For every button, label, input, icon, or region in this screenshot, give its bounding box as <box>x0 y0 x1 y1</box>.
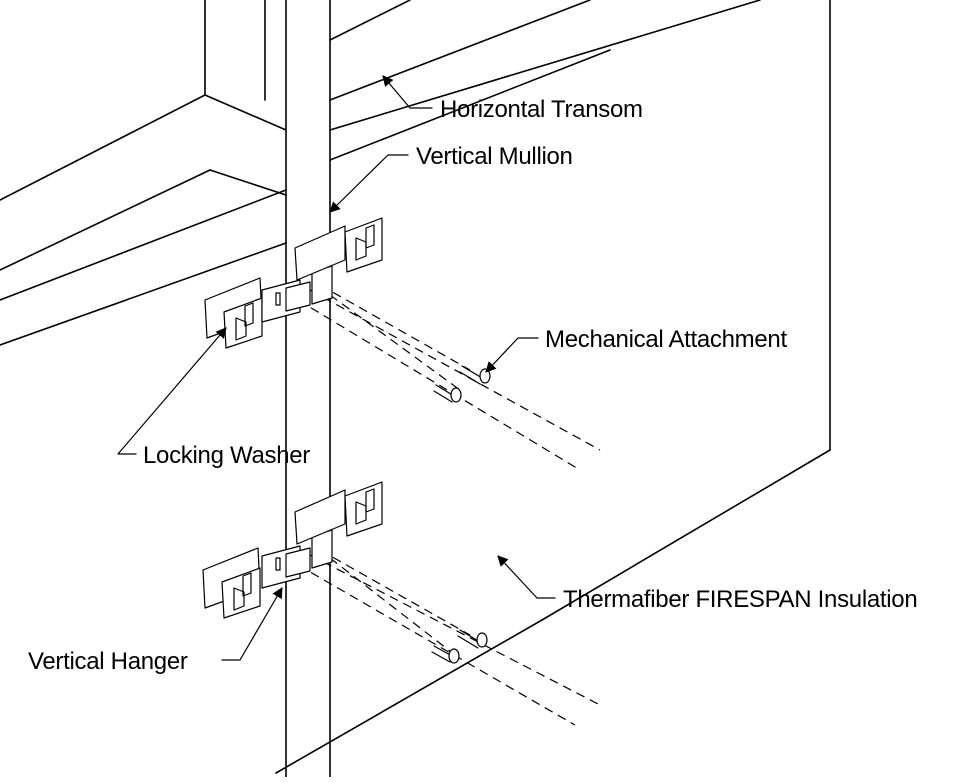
leader-vertical-hanger <box>221 587 283 661</box>
leader-thermafiber <box>497 555 556 599</box>
upper-vertical-hanger <box>204 217 383 349</box>
label-vertical-mullion: Vertical Mullion <box>416 143 573 170</box>
label-thermafiber-insulation: Thermafiber FIRESPAN Insulation <box>563 586 917 613</box>
window-frame <box>0 0 287 271</box>
label-mechanical-attachment: Mechanical Attachment <box>545 326 787 353</box>
label-vertical-hanger: Vertical Hanger <box>28 648 188 675</box>
horizontal-transom <box>0 0 761 346</box>
lower-vertical-hanger <box>202 481 383 619</box>
insulation-panel <box>275 0 831 774</box>
lower-screws <box>431 629 488 664</box>
leader-mechanical-attachment <box>485 337 539 373</box>
upper-fastener-lines <box>297 284 601 471</box>
lower-fastener-lines <box>297 549 601 726</box>
leader-horizontal-transom <box>382 75 433 109</box>
vertical-mullion <box>285 0 331 778</box>
label-locking-washer: Locking Washer <box>143 442 310 469</box>
leader-vertical-mullion <box>329 154 409 213</box>
leader-locking-washer <box>117 327 227 455</box>
label-horizontal-transom: Horizontal Transom <box>440 96 643 123</box>
